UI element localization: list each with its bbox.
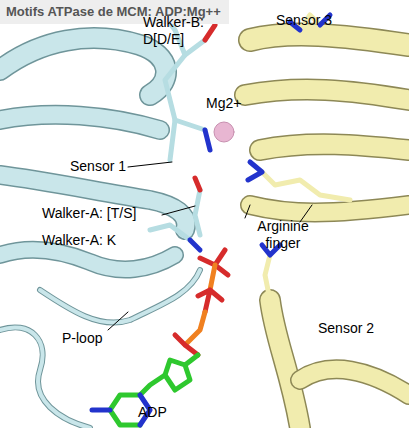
motif-label: Walker-B: D[D/E] <box>143 14 223 48</box>
motif-label: P-loop <box>62 330 122 347</box>
motif-label: Walker-A: K <box>42 232 152 249</box>
motif-label: Sensor 2 <box>318 320 388 337</box>
motif-label: Walker-A: [T/S] <box>42 205 172 222</box>
motif-label: Arginine finger <box>238 218 328 252</box>
motif-label: Sensor 1 <box>70 158 140 175</box>
ion-label: Mg2+ <box>206 95 256 112</box>
ligand-label: ADP <box>138 404 178 421</box>
motif-label: Sensor 3 <box>276 12 346 29</box>
